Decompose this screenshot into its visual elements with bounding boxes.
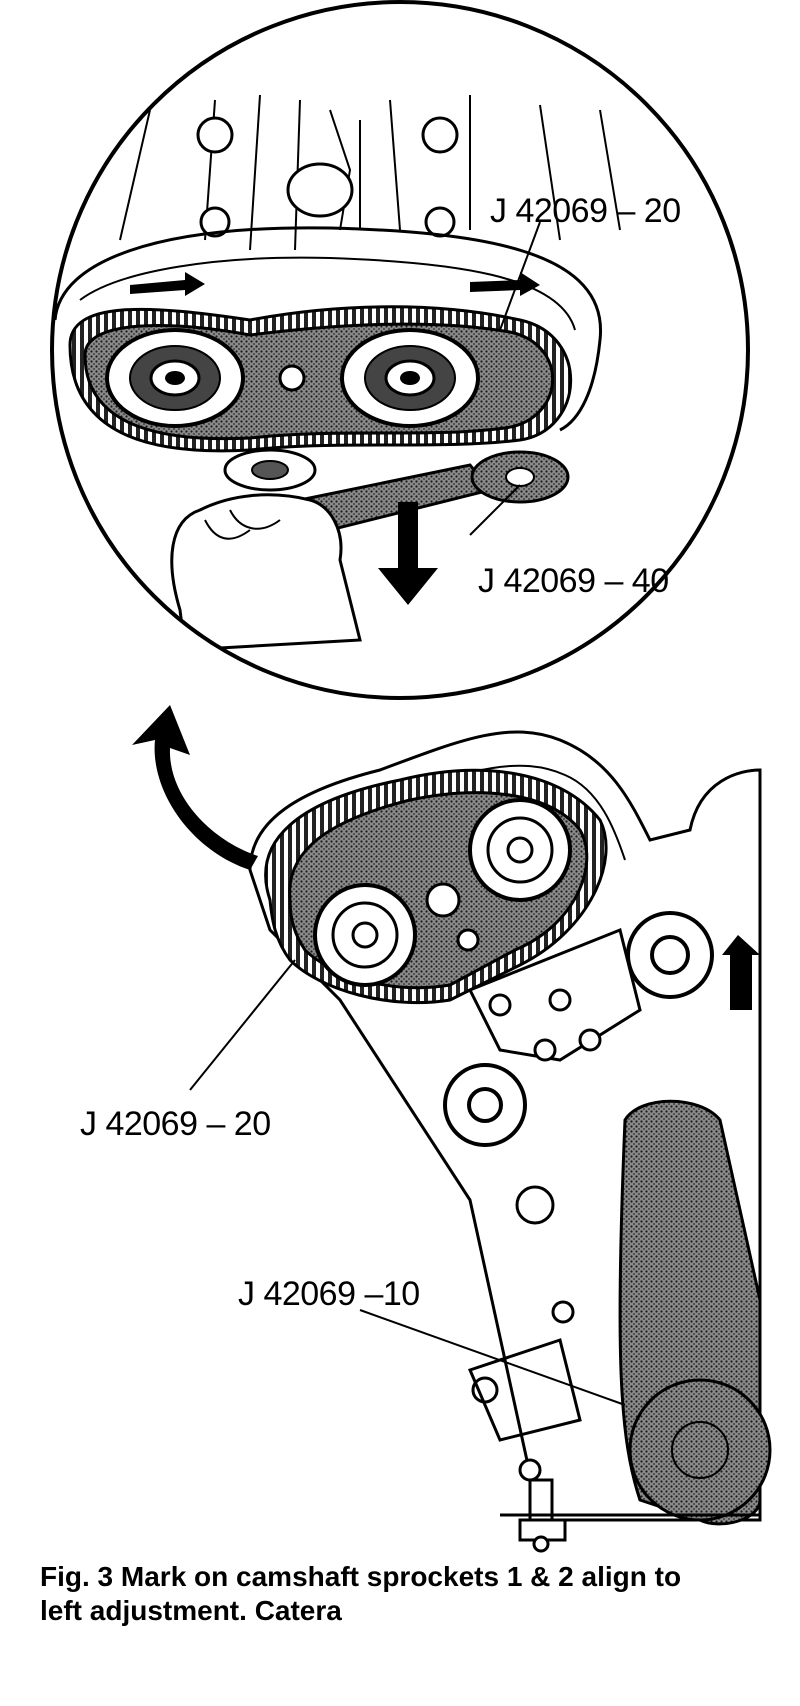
lower-camshaft-sprocket-right xyxy=(468,798,572,902)
magnified-detail-view: J 42069 – 20 J 42069 – 40 xyxy=(50,0,750,700)
callout-belt-tool-top: J 42069 – 20 xyxy=(490,192,681,230)
callout-tensioner-tool: J 42069 –10 xyxy=(238,1275,420,1313)
hand-illustration xyxy=(170,493,362,652)
engine-front-view: J 42069 – 20 J 42069 –10 xyxy=(80,730,772,1553)
callout-wrench-tool: J 42069 – 40 xyxy=(478,562,669,600)
magnifier-ring xyxy=(50,0,750,700)
timing-cover-outline xyxy=(53,226,602,432)
caption-line-2: left adjustment. Catera xyxy=(40,1595,342,1626)
rotation-arrows xyxy=(130,272,540,296)
lower-mount-bracket xyxy=(467,1185,582,1482)
tensioner-bracket xyxy=(467,927,642,1062)
head-bolt-group xyxy=(196,116,459,238)
callout-belt-tool-lower: J 42069 – 20 xyxy=(80,1105,271,1143)
rotation-arrow-right xyxy=(722,935,760,1010)
camshaft-sprocket-left xyxy=(105,328,245,428)
lower-camshaft-sprocket-left xyxy=(313,883,417,987)
timing-case-outline xyxy=(248,730,762,1522)
tensioner-wrench-tool xyxy=(223,448,570,532)
figure-caption: Fig. 3 Mark on camshaft sprockets 1 & 2 … xyxy=(40,1560,800,1628)
adjuster-stud xyxy=(518,1478,567,1553)
pull-down-arrow xyxy=(378,502,438,605)
caption-line-1: Fig. 3 Mark on camshaft sprockets 1 & 2 … xyxy=(40,1561,682,1592)
camshaft-sprocket-right xyxy=(340,328,480,428)
zoom-reference-arrow xyxy=(132,705,258,870)
